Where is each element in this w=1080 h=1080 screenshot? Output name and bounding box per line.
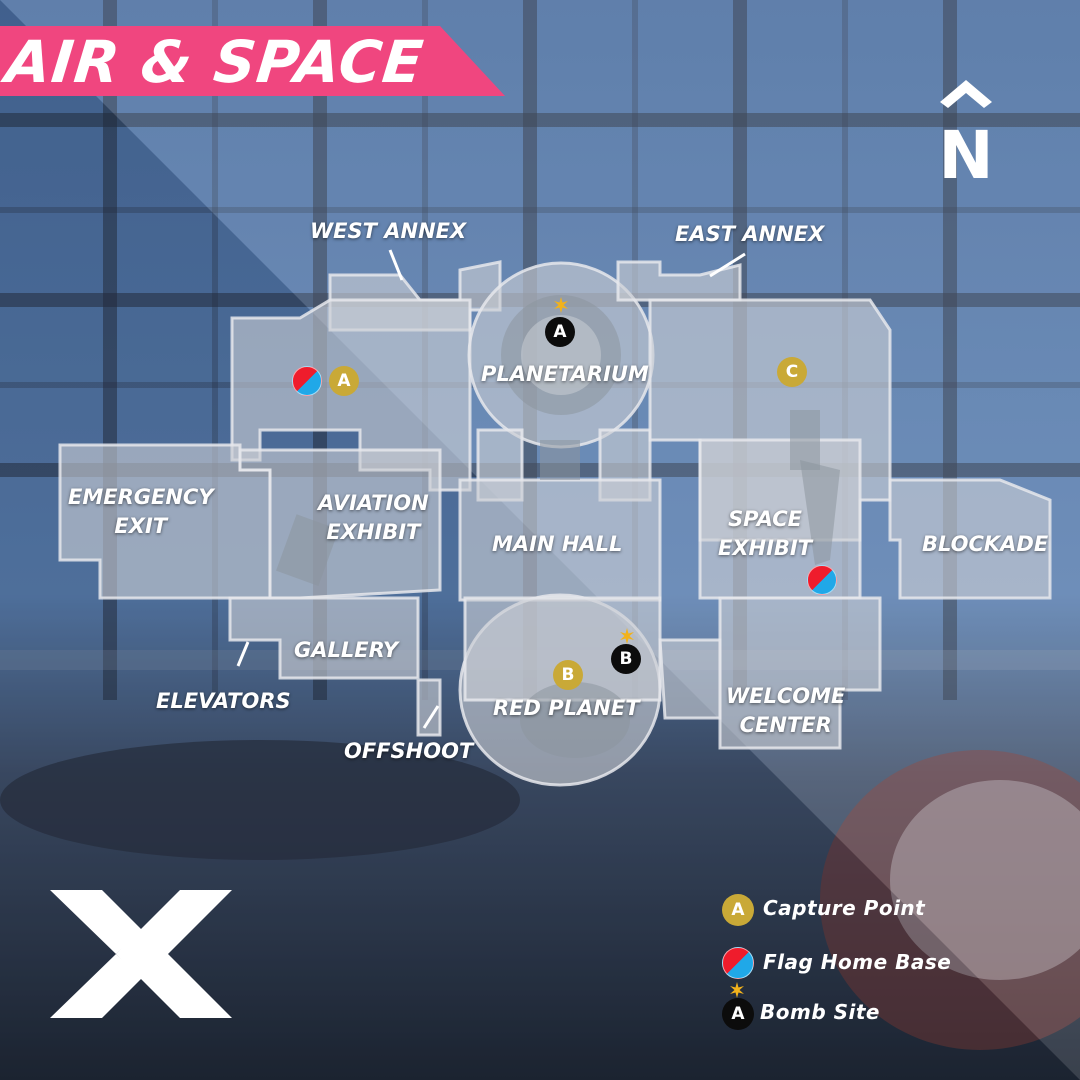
legend-flag-icon: [722, 947, 754, 979]
label-west-annex: WEST ANNEX: [310, 219, 467, 243]
label-emergency-exit: EMERGENCY EXIT: [68, 483, 214, 541]
label-emergency-exit-line1: EMERGENCY: [68, 485, 214, 509]
label-east-annex: EAST ANNEX: [675, 222, 825, 246]
label-red-planet: RED PLANET: [493, 696, 640, 720]
capture-point-a-marker: A: [329, 366, 359, 396]
label-emergency-exit-line2: EXIT: [114, 514, 168, 538]
label-welcome-center-line1: WELCOME: [726, 684, 846, 708]
spark-icon: [730, 982, 744, 998]
label-space-exhibit-line1: SPACE: [728, 507, 803, 531]
room-gallery: [228, 596, 442, 737]
label-aviation-exhibit-line2: EXHIBIT: [326, 520, 421, 544]
bomb-site-a-marker: A: [545, 317, 575, 347]
room-red-planet-upper: [463, 596, 662, 702]
room-blockade: [888, 478, 1052, 600]
label-aviation-exhibit: AVIATION EXHIBIT: [318, 489, 429, 547]
legend-bomb-label: Bomb Site: [760, 1000, 880, 1024]
legend-flag-label: Flag Home Base: [763, 950, 952, 974]
room-welcome-center: [718, 596, 882, 750]
label-welcome-center: WELCOME CENTER: [726, 682, 845, 740]
room-east-corridor: [658, 638, 722, 720]
label-main-hall: MAIN HALL: [492, 532, 623, 556]
label-gallery: GALLERY: [294, 638, 399, 662]
capture-point-c-marker: C: [777, 357, 807, 387]
legend-capture-icon: A: [722, 894, 754, 926]
label-elevators: ELEVATORS: [156, 689, 291, 713]
title-banner: [0, 26, 505, 96]
flag-home-base-west-icon: [292, 366, 322, 396]
bomb-site-b-marker: B: [611, 644, 641, 674]
spark-icon: [620, 628, 634, 644]
legend-bomb-icon: A: [722, 998, 754, 1030]
label-welcome-center-line2: CENTER: [739, 713, 832, 737]
north-letter: N: [938, 117, 993, 180]
label-blockade: BLOCKADE: [922, 532, 1049, 556]
label-space-exhibit: SPACE EXHIBIT: [718, 505, 812, 563]
x-logo-icon: [50, 890, 232, 1018]
label-offshoot: OFFSHOOT: [344, 739, 474, 763]
capture-point-b-marker: B: [553, 660, 583, 690]
label-aviation-exhibit-line1: AVIATION: [318, 491, 429, 515]
flag-home-base-east-icon: [807, 565, 837, 595]
label-planetarium: PLANETARIUM: [481, 362, 649, 386]
label-space-exhibit-line2: EXHIBIT: [718, 536, 813, 560]
spark-icon: [554, 297, 568, 313]
legend-capture-label: Capture Point: [763, 896, 926, 920]
north-arrow-icon: N: [938, 80, 994, 180]
